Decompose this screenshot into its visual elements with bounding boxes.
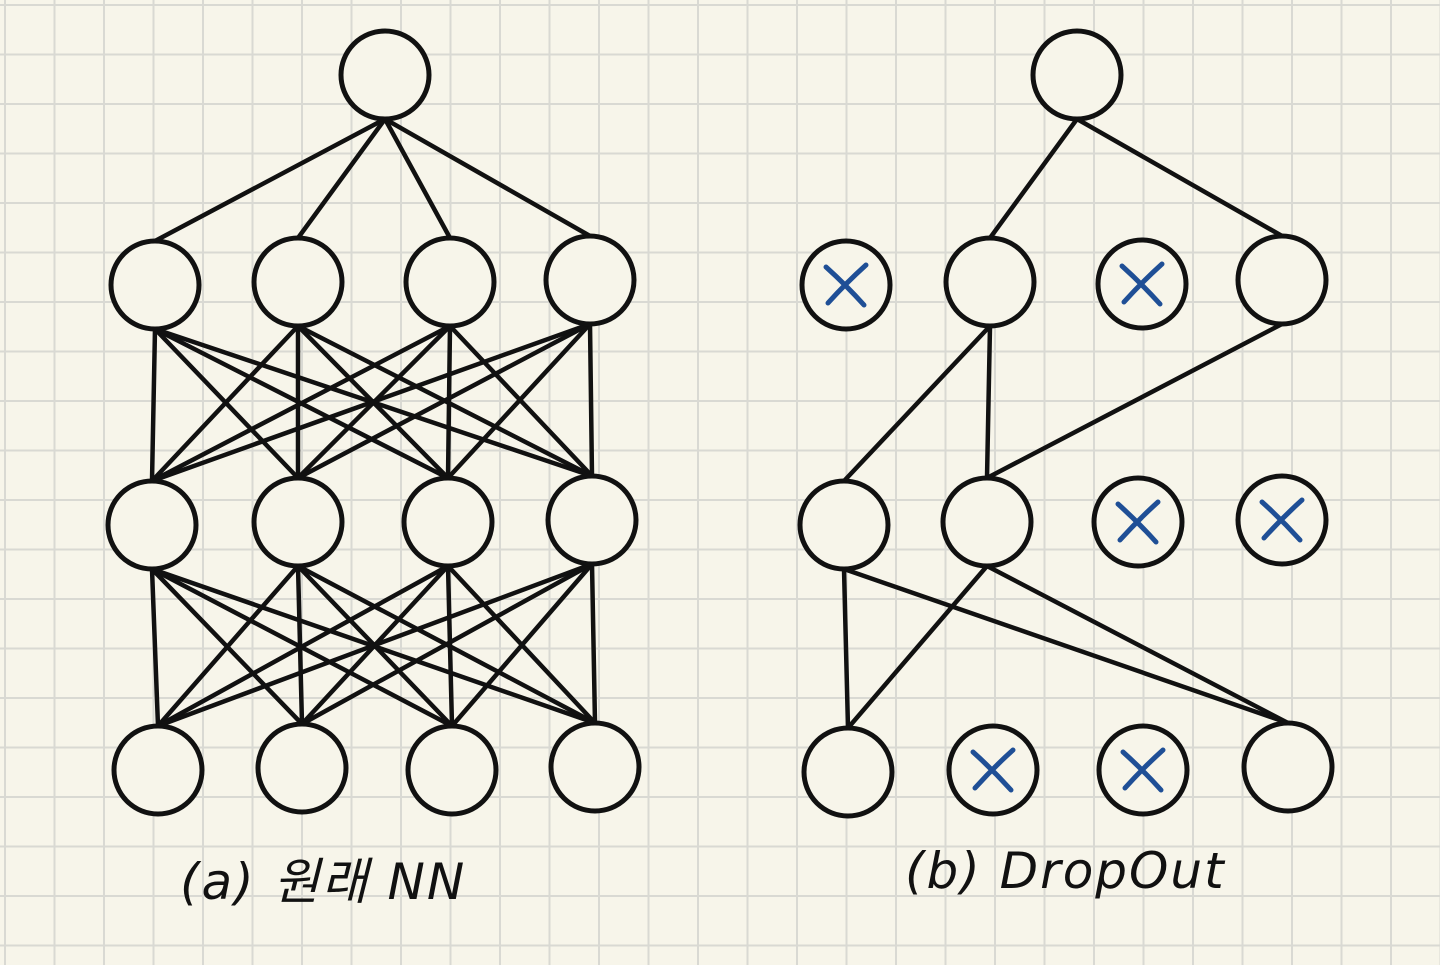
neuron bbox=[548, 720, 642, 814]
connection-line bbox=[155, 563, 451, 729]
neuron bbox=[108, 238, 202, 332]
dropout-x-mark-icon bbox=[823, 262, 869, 308]
caption-dropout: (b) DropOut bbox=[905, 842, 1226, 900]
neuron bbox=[1030, 28, 1124, 122]
neuron bbox=[545, 473, 639, 567]
neuron bbox=[405, 723, 499, 817]
diagram-original-nn bbox=[105, 28, 642, 817]
connection-line bbox=[152, 116, 388, 244]
dropout-x-mark-icon bbox=[1115, 499, 1161, 545]
connection-line bbox=[295, 563, 305, 727]
connection-line bbox=[149, 321, 593, 484]
neuron bbox=[111, 723, 205, 817]
neuron bbox=[255, 721, 349, 815]
neuron bbox=[251, 475, 345, 569]
connection-line bbox=[845, 563, 990, 731]
neuron bbox=[943, 235, 1037, 329]
connection-line bbox=[149, 566, 161, 729]
connection-line bbox=[149, 323, 453, 484]
connection-line bbox=[295, 321, 593, 481]
connection-line bbox=[987, 116, 1080, 241]
dropout-x-mark-icon bbox=[1119, 261, 1165, 307]
neuron bbox=[251, 235, 345, 329]
connection-line bbox=[841, 566, 1291, 726]
connection-line bbox=[155, 563, 301, 729]
connection-line bbox=[155, 561, 595, 729]
neuron bbox=[1235, 233, 1329, 327]
connection-line bbox=[299, 561, 595, 727]
connection-line bbox=[382, 116, 593, 239]
dropout-x-mark-icon bbox=[970, 747, 1016, 793]
connection-line bbox=[984, 321, 1285, 481]
neuron bbox=[940, 475, 1034, 569]
connection-line bbox=[1074, 116, 1285, 239]
neuron bbox=[1241, 720, 1335, 814]
caption-original-nn: (a) 원래 NN bbox=[180, 853, 467, 911]
neuron bbox=[797, 478, 891, 572]
connection-line bbox=[295, 116, 388, 241]
neuron bbox=[401, 475, 495, 569]
neuron bbox=[105, 478, 199, 572]
connection-line bbox=[445, 563, 455, 729]
connection-line bbox=[149, 326, 158, 484]
connection-line bbox=[449, 561, 595, 729]
connection-line bbox=[841, 566, 851, 731]
diagram-dropout bbox=[797, 28, 1335, 819]
connection-line bbox=[589, 561, 598, 726]
connection-line bbox=[984, 563, 1291, 726]
connection-line bbox=[841, 323, 993, 484]
neuron bbox=[403, 235, 497, 329]
neuron bbox=[801, 725, 895, 819]
neuron bbox=[338, 28, 432, 122]
connection-line bbox=[445, 321, 593, 481]
connection-line bbox=[382, 116, 453, 241]
connection-line bbox=[445, 323, 453, 481]
neuron bbox=[543, 233, 637, 327]
connection-line bbox=[149, 323, 301, 484]
connection-line bbox=[984, 323, 993, 481]
dropout-x-mark-icon bbox=[1259, 497, 1305, 543]
connection-line bbox=[587, 321, 595, 479]
dropout-x-mark-icon bbox=[1120, 747, 1166, 793]
